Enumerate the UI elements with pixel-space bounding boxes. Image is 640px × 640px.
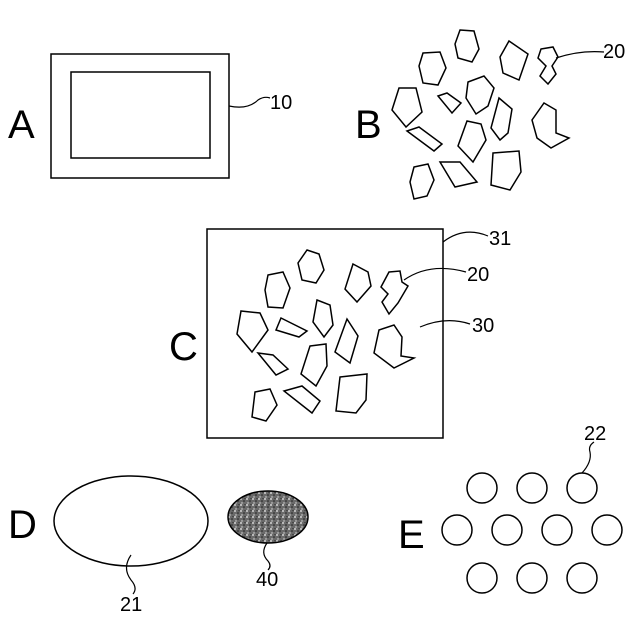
ref-label-21: 21	[120, 594, 142, 616]
ref-label-31: 31	[489, 228, 511, 250]
particle	[284, 386, 320, 413]
ref-label-10: 10	[270, 92, 292, 114]
particle	[458, 121, 486, 162]
particle	[440, 162, 477, 187]
leader-line-31	[443, 232, 488, 242]
particle	[419, 52, 446, 85]
particle	[500, 41, 528, 80]
particle	[455, 30, 479, 62]
panel-letter-c: C	[169, 325, 198, 369]
particle	[532, 103, 569, 148]
circle	[517, 473, 547, 503]
particle-cluster	[392, 30, 569, 199]
circle	[467, 563, 497, 593]
panel-d: D 21 40	[8, 476, 308, 616]
matrix-box	[207, 229, 443, 438]
particle	[258, 353, 288, 375]
large-ellipse	[54, 476, 208, 566]
panel-a: A 10	[8, 54, 292, 178]
particle	[237, 311, 268, 352]
particle	[438, 93, 461, 113]
particle	[301, 344, 327, 386]
panel-letter-a: A	[8, 103, 35, 147]
panel-c: C 31 20 30	[169, 228, 511, 438]
inner-rectangle	[71, 72, 210, 158]
panel-letter-d: D	[8, 503, 37, 547]
leader-line-22	[582, 442, 594, 473]
circle	[567, 473, 597, 503]
particle	[538, 47, 558, 84]
particle	[336, 374, 367, 413]
panel-letter-e: E	[398, 513, 425, 557]
leader-line-20	[556, 52, 604, 58]
circle	[567, 563, 597, 593]
leader-line-10	[229, 97, 270, 107]
ref-label-30: 30	[472, 315, 494, 337]
particle	[252, 389, 277, 421]
panel-b: B 20	[355, 30, 625, 199]
particle	[410, 164, 434, 199]
leader-line-40	[264, 543, 270, 570]
panel-letter-b: B	[355, 103, 382, 147]
circle-grid	[442, 473, 622, 593]
particle	[265, 272, 290, 308]
speckled-ellipse	[228, 491, 308, 543]
ref-label-40: 40	[256, 569, 278, 591]
leader-line-30	[420, 321, 470, 327]
particle	[491, 151, 521, 190]
particle	[392, 88, 422, 127]
circle	[592, 515, 622, 545]
particle	[313, 300, 333, 337]
particle	[381, 271, 408, 314]
particle	[276, 318, 307, 337]
leader-line-21	[127, 555, 136, 594]
particle	[491, 98, 512, 140]
particle	[407, 127, 442, 151]
ref-label-22: 22	[584, 423, 606, 445]
ref-label-20: 20	[603, 41, 625, 63]
particle	[374, 325, 414, 368]
circle	[442, 515, 472, 545]
particle	[335, 319, 358, 363]
circle	[467, 473, 497, 503]
leader-line-20-c	[404, 268, 466, 280]
circle	[492, 515, 522, 545]
embedded-particle-cluster	[237, 250, 414, 421]
particle	[345, 264, 371, 302]
circle	[542, 515, 572, 545]
circle	[517, 563, 547, 593]
panel-e: E 22	[398, 423, 622, 593]
ref-label-20-c: 20	[467, 264, 489, 286]
particle	[298, 250, 324, 283]
particle	[466, 76, 494, 114]
